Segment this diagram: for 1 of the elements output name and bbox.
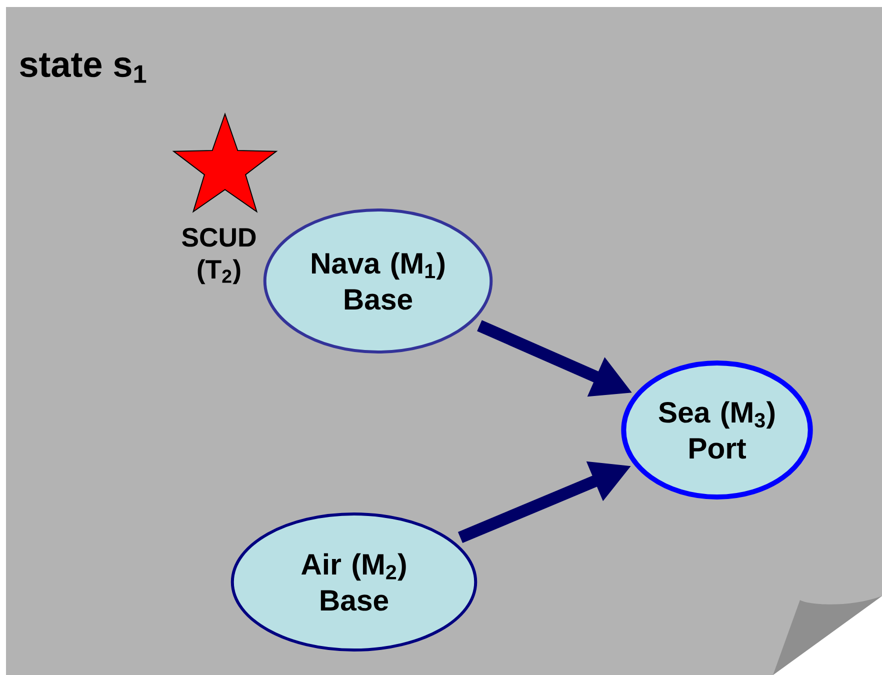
- title: state s$_{1}$: [20, 53, 146, 83]
